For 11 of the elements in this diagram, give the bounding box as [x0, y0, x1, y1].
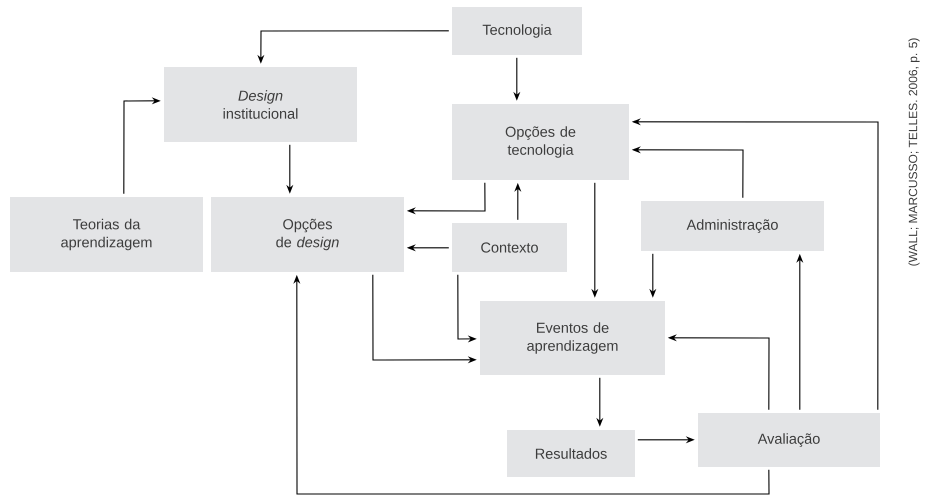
process-box: Opções de tecnologia: [452, 104, 629, 180]
process-box: Opções de design: [211, 197, 404, 272]
source-citation: (WALL; MARCUSSO; TELLES. 2006, p. 5): [908, 38, 920, 266]
process-box: Administração: [641, 201, 824, 251]
process-box: Avaliação: [698, 413, 880, 467]
process-box: Teorias da aprendizagem: [10, 197, 203, 272]
process-box: Resultados: [507, 430, 635, 477]
process-box: Eventos de aprendizagem: [480, 301, 665, 375]
process-box: Tecnologia: [452, 7, 582, 55]
process-box: Contexto: [452, 223, 567, 272]
process-box: Design institucional: [164, 67, 357, 142]
